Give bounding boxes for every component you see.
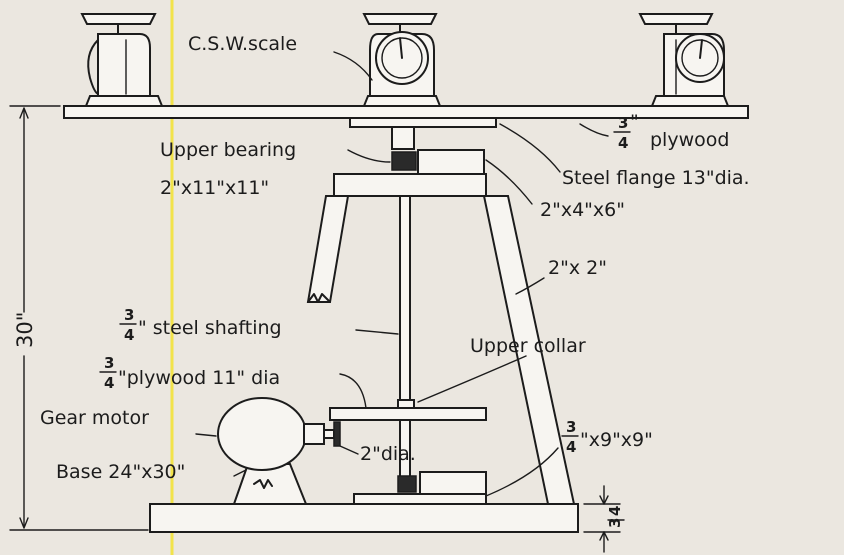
svg-text:3: 3 bbox=[124, 306, 134, 324]
scale-right bbox=[638, 13, 730, 107]
label-base: Base 24"x30" bbox=[56, 461, 185, 483]
label-base-thickness: 3 4 bbox=[606, 506, 625, 528]
label-gear-motor: Gear motor bbox=[40, 407, 149, 429]
leader-block bbox=[485, 447, 559, 497]
leader-disc bbox=[339, 373, 367, 409]
label-2x11x11: 2"x11"x11" bbox=[160, 177, 269, 199]
left-leg-upper bbox=[306, 195, 350, 303]
svg-text:3: 3 bbox=[566, 418, 576, 436]
svg-text:4: 4 bbox=[566, 438, 576, 456]
leader-collar bbox=[417, 355, 527, 403]
svg-text:3: 3 bbox=[606, 518, 624, 528]
base-thickness-dimension bbox=[583, 485, 621, 553]
label-height: 30" bbox=[13, 312, 37, 348]
label-2x4x6: 2"x4"x6" bbox=[540, 199, 625, 221]
upper-bearing bbox=[391, 151, 417, 171]
leader-motor bbox=[195, 433, 217, 437]
svg-text:4: 4 bbox=[618, 134, 628, 152]
svg-text:3: 3 bbox=[618, 114, 628, 132]
leader-base bbox=[233, 469, 247, 477]
label-2x2: 2"x 2" bbox=[548, 257, 607, 279]
height-dimension bbox=[9, 105, 149, 531]
plywood-disc bbox=[329, 407, 487, 421]
svg-text:3: 3 bbox=[104, 354, 114, 372]
svg-text:4: 4 bbox=[104, 374, 114, 392]
label-plywood-disc: 3 4 "plywood 11" dia bbox=[99, 354, 280, 392]
gear-motor bbox=[217, 397, 341, 505]
leader-2x4x6 bbox=[485, 159, 533, 205]
top-plywood bbox=[63, 105, 749, 119]
label-upper-bearing: Upper bearing bbox=[160, 139, 296, 161]
base-board bbox=[149, 503, 579, 533]
label-steel-flange: Steel flange 13"dia. bbox=[562, 167, 750, 189]
label-base-block: 3 4 "x9"x9" bbox=[561, 418, 653, 456]
scale-center bbox=[362, 13, 442, 107]
scale-left bbox=[80, 13, 164, 107]
label-scale: C.S.W.scale bbox=[188, 33, 297, 55]
lower-bearing bbox=[397, 475, 417, 493]
leader-bearing bbox=[347, 149, 391, 163]
svg-text:": " bbox=[630, 111, 639, 133]
svg-text:4: 4 bbox=[606, 506, 624, 516]
lower-plate bbox=[353, 493, 487, 505]
leader-flange bbox=[499, 123, 561, 173]
block-3-4x9x9 bbox=[419, 471, 487, 497]
svg-text:4: 4 bbox=[124, 326, 134, 344]
motor-pulley bbox=[333, 421, 341, 447]
upper-collar bbox=[397, 399, 415, 409]
block-2x4x6 bbox=[417, 149, 485, 175]
leader-shafting bbox=[355, 329, 399, 335]
label-upper-collar: Upper collar bbox=[470, 335, 586, 357]
label-shafting: 3 4 " steel shafting bbox=[119, 306, 282, 344]
steel-flange bbox=[349, 117, 497, 128]
svg-text:" steel shafting: " steel shafting bbox=[138, 317, 282, 339]
svg-text:"x9"x9": "x9"x9" bbox=[580, 429, 653, 451]
leader-plywood bbox=[579, 123, 609, 137]
steel-shaft bbox=[399, 195, 411, 407]
label-top-plywood: 3 4 " plywood bbox=[613, 111, 729, 152]
leader-scale bbox=[333, 51, 373, 81]
block-2x11x11 bbox=[333, 173, 487, 197]
label-pulley: 2"dia. bbox=[360, 443, 416, 465]
svg-text:plywood: plywood bbox=[650, 129, 729, 151]
svg-text:"plywood 11" dia: "plywood 11" dia bbox=[118, 367, 280, 389]
leader-pulley bbox=[339, 445, 359, 455]
leader-2x2 bbox=[515, 277, 545, 295]
upper-shaft-hub bbox=[391, 126, 415, 150]
